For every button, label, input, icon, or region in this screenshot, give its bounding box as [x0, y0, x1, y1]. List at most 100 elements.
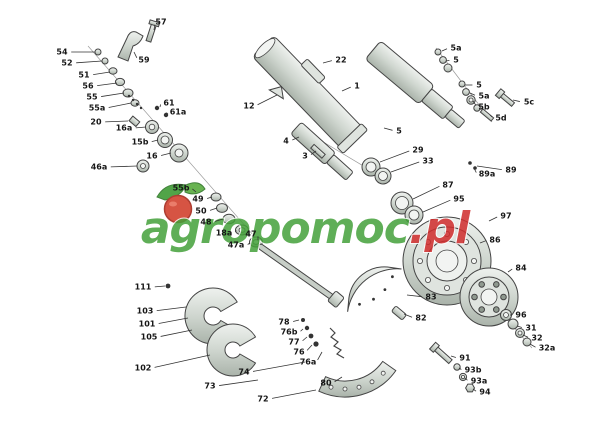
part-label-82: 82	[415, 314, 426, 323]
dust-shield-lower	[206, 323, 257, 377]
roller-82	[391, 306, 407, 320]
leader-line-5d	[489, 114, 493, 118]
leader-line-93b	[458, 367, 462, 370]
part-label-1: 1	[354, 82, 360, 91]
hub-16	[169, 143, 189, 163]
leader-line-52	[76, 60, 103, 64]
part-label-31: 31	[525, 324, 537, 333]
leader-line-102	[154, 354, 211, 368]
leader-line-76b	[300, 328, 304, 332]
leader-line-105	[160, 329, 193, 337]
leader-line-59	[133, 51, 138, 58]
leader-line-56	[97, 82, 118, 87]
pin-5d	[479, 108, 495, 122]
part-label-5: 5	[396, 127, 402, 136]
flange-12	[268, 86, 284, 100]
watermark-suffix: .pl	[409, 203, 471, 254]
lever-bracket	[117, 31, 144, 62]
labels-layer: 545251565555a2016a15b1646a57596161a55b49…	[56, 18, 555, 404]
part-label-61a: 61a	[170, 108, 187, 117]
leader-line-87	[412, 185, 440, 200]
part-label-50: 50	[195, 207, 207, 216]
bearing-46a	[136, 159, 150, 173]
part-label-76a: 76a	[300, 358, 317, 367]
part-label-5a: 5a	[479, 92, 490, 101]
leader-line-76a	[317, 351, 323, 361]
leader-line-48	[214, 218, 224, 222]
seal-95	[404, 205, 424, 225]
leader-line-15b	[151, 139, 159, 143]
leader-line-16a	[135, 126, 147, 129]
leader-line-80	[334, 376, 343, 383]
part-label-15b: 15b	[132, 138, 149, 147]
leader-line-55	[101, 92, 125, 97]
part-label-89: 89	[505, 166, 517, 175]
part-label-57: 57	[155, 18, 166, 27]
brake-drum	[402, 216, 492, 306]
axle-beam	[253, 37, 368, 154]
leader-line-5	[445, 59, 450, 62]
leader-line-3	[310, 150, 317, 155]
leader-line-49	[206, 196, 213, 199]
part-label-105: 105	[141, 333, 158, 342]
part-label-33: 33	[422, 157, 433, 166]
leader-line-5b	[472, 100, 477, 106]
leader-line-83	[406, 294, 422, 298]
leader-line-33	[390, 161, 420, 173]
part-label-86: 86	[489, 236, 501, 245]
leader-line-95	[422, 199, 451, 213]
leader-line-84	[507, 268, 513, 273]
leader-line-55b	[192, 188, 197, 193]
part-label-5: 5	[453, 56, 459, 65]
leader-line-78	[293, 319, 300, 322]
leader-line-31	[516, 325, 523, 328]
part-label-47: 47	[245, 230, 256, 239]
part-label-55a: 55a	[89, 104, 106, 113]
leader-line-89	[476, 165, 502, 170]
ring-33	[374, 167, 392, 185]
watermark-main: agropomoc	[141, 203, 410, 254]
part-label-5: 5	[476, 81, 482, 90]
axle-stub-beam	[366, 41, 465, 129]
leader-line-111	[154, 285, 166, 288]
part-label-5c: 5c	[524, 98, 535, 107]
part-label-76b: 76b	[281, 328, 298, 337]
leader-line-89a	[473, 167, 477, 173]
leader-line-47a	[247, 242, 251, 245]
leader-line-5	[383, 127, 393, 131]
part-label-12: 12	[243, 102, 254, 111]
leader-line-1	[341, 86, 351, 92]
leader-line-16	[160, 152, 172, 156]
bolt-111	[165, 283, 171, 289]
part-label-54: 54	[56, 48, 68, 57]
leader-line-103	[156, 306, 187, 312]
leader-line-97	[488, 216, 498, 222]
camshaft	[257, 243, 345, 308]
leader-line-12	[257, 94, 278, 106]
leader-line-18a	[235, 229, 237, 233]
key-20	[128, 115, 141, 128]
part-label-93b: 93b	[465, 366, 482, 375]
bearing-stack	[500, 309, 532, 347]
pin-61	[154, 105, 160, 111]
leader-line-51	[93, 71, 111, 75]
part-label-48: 48	[200, 218, 212, 227]
nut-94	[465, 383, 476, 393]
mounting-bracket-22	[301, 59, 326, 84]
part-label-101: 101	[139, 320, 156, 329]
part-label-16: 16	[146, 152, 158, 161]
part-label-87: 87	[442, 181, 453, 190]
washer-stack-right	[458, 80, 481, 112]
part-label-95: 95	[453, 195, 465, 204]
pin-89	[468, 161, 472, 165]
leader-line-73	[219, 379, 259, 386]
leader-line-77	[302, 336, 308, 342]
part-label-22: 22	[335, 56, 346, 65]
part-label-96: 96	[515, 311, 527, 320]
leader-line-101	[158, 317, 189, 324]
leader-line-32a	[529, 343, 536, 348]
ring-29	[361, 157, 381, 177]
part-label-56: 56	[82, 82, 94, 91]
leader-line-29	[379, 150, 410, 163]
